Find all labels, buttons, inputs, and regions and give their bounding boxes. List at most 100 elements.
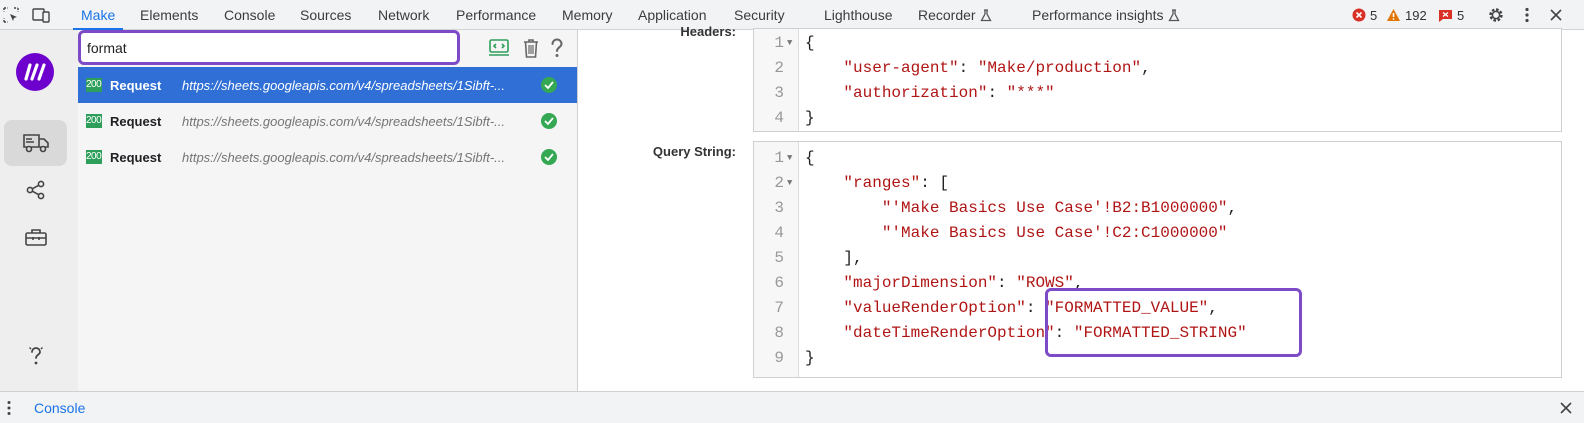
tab-memory[interactable]: Memory (562, 7, 613, 23)
line-number: 8 (774, 324, 784, 342)
request-row[interactable]: 200 Request https://sheets.googleapis.co… (78, 139, 577, 175)
query-string-label: Query String: (652, 144, 736, 159)
fold-toggle-icon[interactable]: ▼ (787, 38, 793, 48)
success-check-icon (541, 149, 557, 165)
warning-icon (1387, 9, 1400, 21)
tab-application[interactable]: Application (638, 7, 707, 23)
code-text: { (805, 149, 815, 167)
code-line: 2▼ "ranges": [ (754, 171, 1561, 196)
export-console-icon[interactable] (488, 38, 510, 58)
line-number: 2 (774, 59, 784, 77)
make-logo-icon (24, 63, 46, 81)
tab-performance[interactable]: Performance (456, 7, 537, 23)
devtools-tab-bar: Make Elements Console Sources Network Pe… (0, 0, 1584, 30)
search-input[interactable] (87, 38, 447, 58)
code-line: 1▼ { (754, 146, 1561, 171)
request-list-panel: 200 Request https://sheets.googleapis.co… (78, 30, 578, 391)
code-line: 9} (754, 346, 1561, 371)
request-type: Request (110, 113, 162, 129)
close-drawer-icon[interactable] (1558, 400, 1574, 416)
flask-icon (980, 9, 992, 22)
request-type: Request (110, 149, 162, 165)
line-number: 3 (774, 84, 784, 102)
headers-code-view[interactable]: 1▼{2 "user-agent": "Make/production",3 "… (753, 28, 1562, 132)
line-number-gutter (754, 142, 799, 377)
error-icon (1352, 8, 1366, 22)
fold-toggle-icon[interactable]: ▼ (787, 178, 793, 188)
code-text: } (805, 349, 815, 367)
trash-icon[interactable] (522, 38, 540, 58)
tab-lighthouse[interactable]: Lighthouse (824, 7, 893, 23)
code-text: { (805, 34, 815, 52)
code-line: 2 "user-agent": "Make/production", (754, 56, 1561, 81)
code-text: "valueRenderOption": "FORMATTED_VALUE", (843, 299, 1218, 317)
tab-security[interactable]: Security (734, 7, 785, 23)
code-line: 1▼{ (754, 31, 1561, 56)
rail-connections-button[interactable] (4, 167, 67, 213)
warning-counter[interactable]: 192 (1386, 7, 1427, 23)
issues-counter[interactable]: 5 (1438, 7, 1464, 23)
device-toolbar-icon[interactable] (32, 6, 50, 24)
delivery-truck-icon (22, 134, 49, 153)
line-number: 6 (774, 274, 784, 292)
tab-network[interactable]: Network (378, 7, 430, 23)
line-number: 5 (774, 249, 784, 267)
code-line: 5 ], (754, 246, 1561, 271)
fold-toggle-icon[interactable]: ▼ (787, 153, 793, 163)
close-devtools-icon[interactable] (1547, 6, 1565, 24)
make-sidebar (0, 30, 78, 391)
query-string-code-view[interactable]: 1▼{2▼ "ranges": [3 "'Make Basics Use Cas… (753, 141, 1562, 378)
request-type: Request (110, 77, 162, 93)
rail-tools-button[interactable] (4, 214, 67, 260)
code-line: 8 "dateTimeRenderOption": "FORMATTED_STR… (754, 321, 1561, 346)
request-url: https://sheets.googleapis.com/v4/spreads… (182, 149, 506, 165)
code-line: 3 "'Make Basics Use Case'!B2:B1000000", (754, 196, 1561, 221)
request-url: https://sheets.googleapis.com/v4/spreads… (182, 113, 506, 129)
search-box[interactable] (78, 30, 460, 65)
settings-gear-icon[interactable] (1487, 6, 1505, 24)
tab-recorder[interactable]: Recorder (918, 0, 992, 30)
line-number: 7 (774, 299, 784, 317)
inspect-element-icon[interactable] (2, 6, 20, 24)
success-check-icon (541, 113, 557, 129)
code-line: 4 "'Make Basics Use Case'!C2:C1000000" (754, 221, 1561, 246)
line-number: 4 (774, 109, 784, 127)
request-detail-panel: Headers: 1▼{2 "user-agent": "Make/produc… (578, 24, 1584, 391)
success-check-icon (541, 77, 557, 93)
drawer-tab-console[interactable]: Console (34, 400, 86, 416)
error-counter[interactable]: 5 (1352, 7, 1377, 23)
highlight-annotation-box (1045, 288, 1302, 357)
rail-help-button[interactable] (4, 333, 67, 379)
code-text: } (805, 109, 815, 127)
status-code-badge: 200 (86, 78, 102, 92)
status-code-badge: 200 (86, 150, 102, 164)
code-line: 7 "valueRenderOption": "FORMATTED_VALUE"… (754, 296, 1561, 321)
line-number: 4 (774, 224, 784, 242)
rail-scenarios-button[interactable] (4, 120, 67, 166)
drawer-menu-icon[interactable] (6, 400, 12, 416)
code-text: ], (805, 249, 863, 267)
tab-make[interactable]: Make (72, 0, 124, 30)
line-number-gutter (754, 29, 799, 131)
line-number: 1 (774, 149, 784, 167)
tab-sources[interactable]: Sources (300, 7, 352, 23)
tab-performance-insights-label: Performance insights (1032, 7, 1164, 23)
code-text: "'Make Basics Use Case'!B2:B1000000", (881, 199, 1238, 217)
request-row[interactable]: 200 Request https://sheets.googleapis.co… (78, 103, 577, 139)
headers-label: Headers: (680, 24, 736, 39)
code-line: 3 "authorization": "***" (754, 81, 1561, 106)
help-question-icon[interactable] (550, 38, 564, 58)
more-options-icon[interactable] (1518, 6, 1536, 24)
request-row[interactable]: 200 Request https://sheets.googleapis.co… (78, 67, 577, 103)
tab-elements[interactable]: Elements (140, 7, 199, 23)
line-number: 9 (774, 349, 784, 367)
tab-recorder-label: Recorder (918, 7, 976, 23)
code-text: "user-agent": "Make/production", (843, 59, 1151, 77)
tab-console[interactable]: Console (224, 7, 276, 23)
tab-performance-insights[interactable]: Performance insights (1032, 0, 1180, 30)
code-text: "majorDimension": "ROWS", (843, 274, 1084, 292)
code-line: 6 "majorDimension": "ROWS", (754, 271, 1561, 296)
status-code-badge: 200 (86, 114, 102, 128)
code-text: "'Make Basics Use Case'!C2:C1000000" (881, 224, 1228, 242)
